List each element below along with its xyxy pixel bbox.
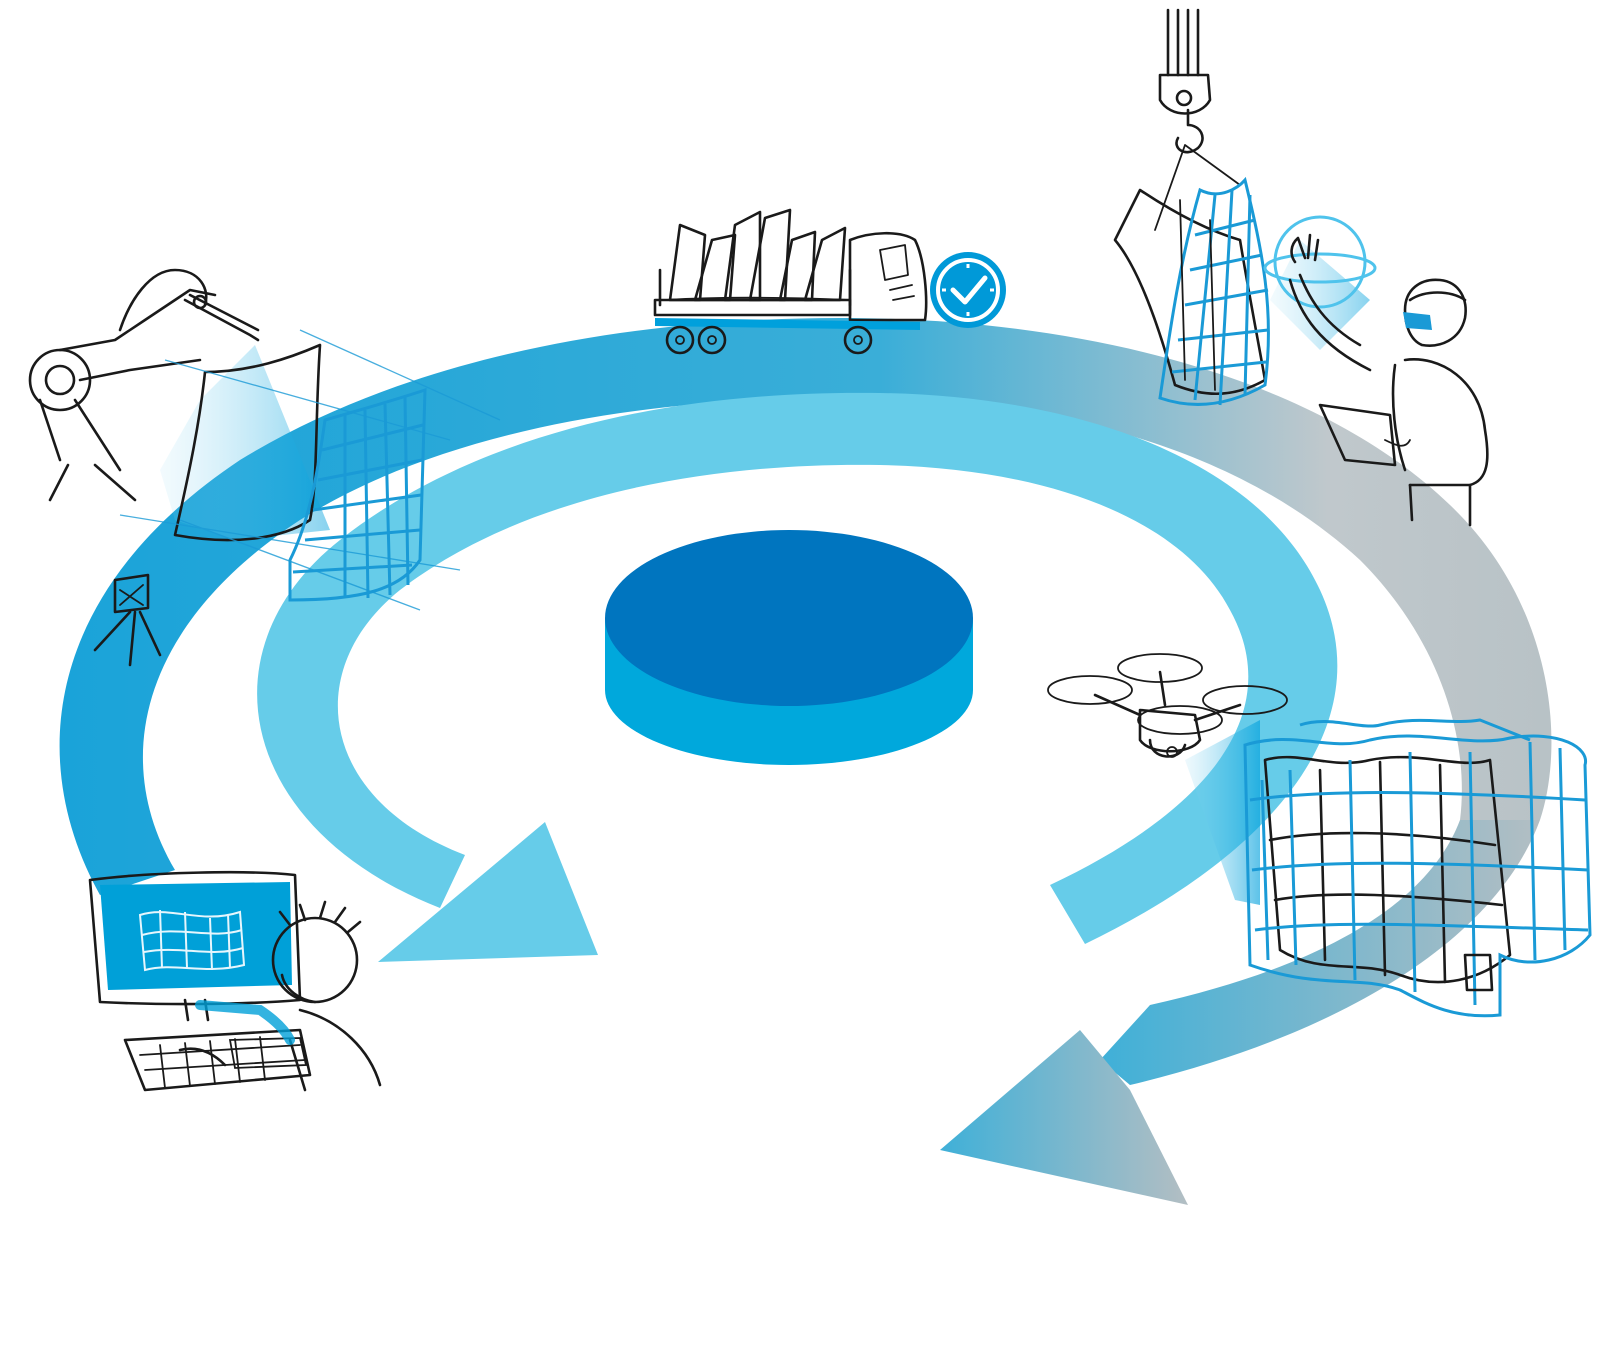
- clock-check-icon: [930, 252, 1006, 328]
- central-database-disc-icon: [605, 530, 973, 765]
- designer-computer-icon: [90, 872, 380, 1090]
